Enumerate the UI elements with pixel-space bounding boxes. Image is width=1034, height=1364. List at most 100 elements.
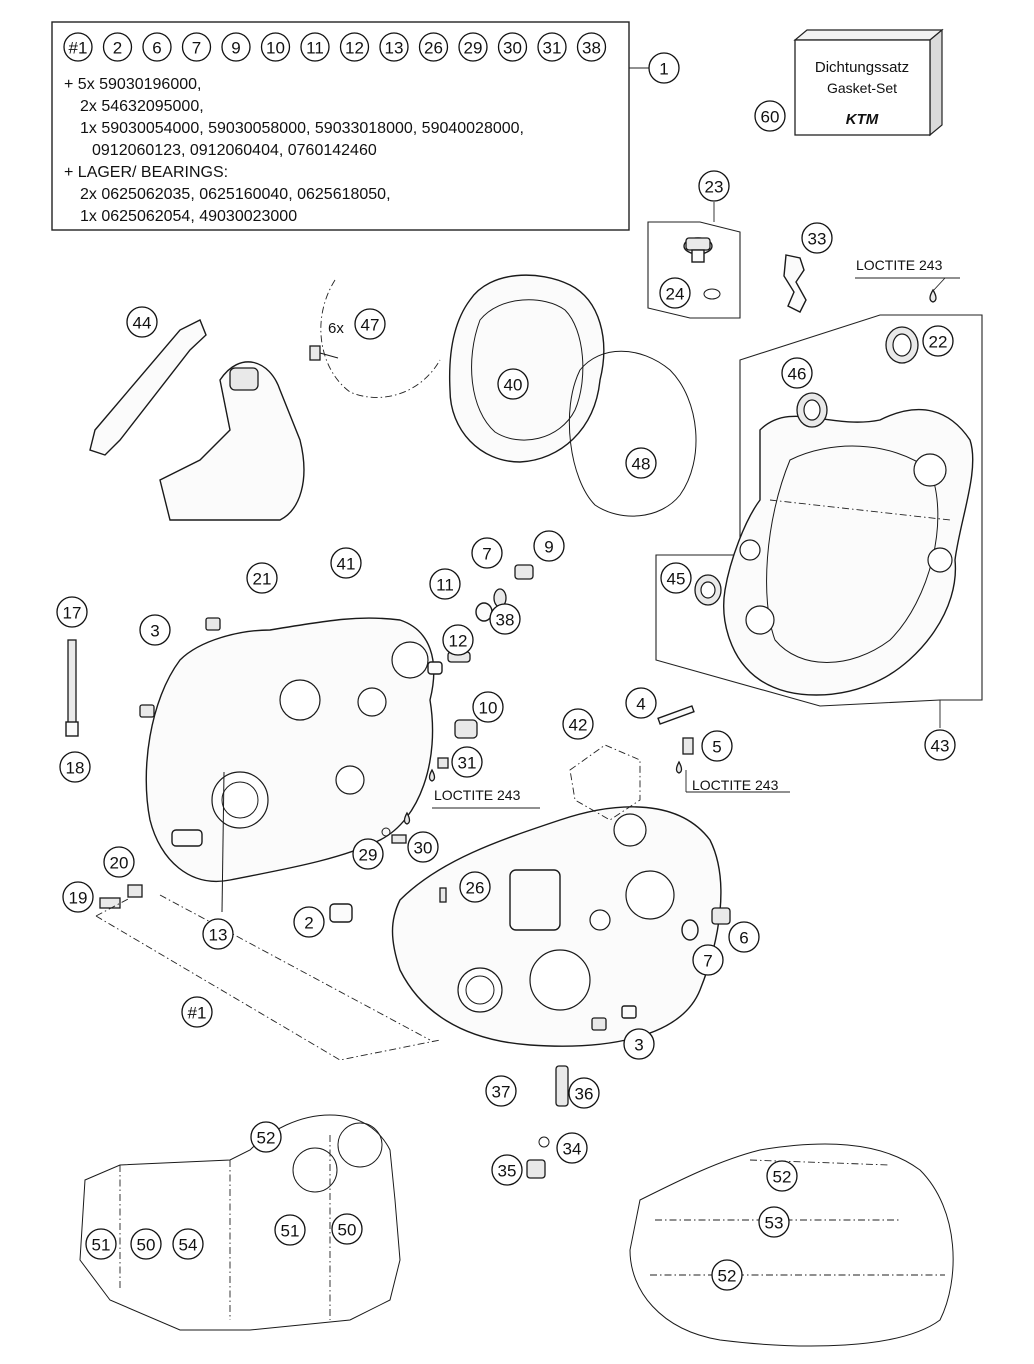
seal-45 [694, 574, 722, 606]
callout-c40: 40 [497, 368, 529, 400]
callout-c35-label: 35 [498, 1162, 517, 1181]
callout-c18-label: 18 [66, 759, 85, 778]
callout-c41: 41 [330, 547, 362, 579]
gasket-set-label-de: Dichtungssatz [815, 59, 909, 76]
callout-c45: 45 [660, 562, 692, 594]
callout-c34: 34 [556, 1132, 588, 1164]
callout-c50a: 50 [130, 1228, 162, 1260]
ref-callout-8-label: 13 [385, 39, 404, 58]
callout-c44-label: 44 [133, 314, 152, 333]
callout-60-label: 60 [761, 108, 780, 127]
ignition-cover-43 [723, 408, 974, 696]
callout-c51b-label: 51 [281, 1222, 300, 1241]
parts-line-3: 1x 59030054000, 59030058000, 59033018000… [80, 120, 524, 137]
bush-2 [329, 903, 353, 923]
ref-callout-4: 9 [221, 32, 251, 62]
ref-callout-13: 38 [576, 32, 607, 62]
callout-c3a: 3 [139, 614, 171, 646]
bearing-10 [454, 719, 478, 739]
ref-callout-9: 26 [418, 32, 449, 62]
callout-c11: 11 [429, 568, 461, 600]
callout-c20-label: 20 [110, 854, 129, 873]
callout-c18: 18 [59, 751, 91, 783]
callout-c23-label: 23 [705, 178, 724, 197]
callout-c52c: 52 [711, 1259, 743, 1291]
parts-line-6: 2x 0625062035, 0625160040, 0625618050, [80, 186, 391, 203]
callout-c52b-label: 52 [773, 1168, 792, 1187]
bracket-33 [783, 254, 807, 313]
ref-callout-3: 7 [181, 32, 212, 62]
ktm-logo: KTM [846, 111, 879, 128]
callout-c2: 2 [293, 906, 325, 938]
ref-callout-10: 29 [458, 32, 488, 62]
callout-c37: 37 [485, 1075, 517, 1107]
callout-c37-label: 37 [492, 1083, 511, 1102]
plug-35 [526, 1159, 546, 1179]
callout-c53: 53 [758, 1206, 790, 1238]
callout-c11-label: 11 [436, 576, 454, 595]
callout-c29-label: 29 [359, 846, 378, 865]
ref-callout-12: 31 [537, 32, 567, 62]
callout-c10: 10 [472, 691, 504, 723]
callout-c5-label: 5 [712, 738, 721, 757]
callout-c52a-label: 52 [257, 1129, 276, 1148]
callout-c20: 20 [103, 846, 135, 878]
loctite-label-top: LOCTITE 243 [856, 257, 943, 273]
spring-36 [555, 1065, 569, 1107]
callout-c48: 48 [625, 447, 657, 479]
parts-line-1: + 5x 59030196000, [64, 76, 201, 93]
callout-c5: 5 [701, 730, 733, 762]
callout-c7a-label: 7 [482, 545, 491, 564]
callout-c7a: 7 [471, 537, 503, 569]
ref-callout-1-label: 2 [113, 39, 122, 58]
callout-c30: 30 [407, 831, 439, 863]
callout-c1h: #1 [181, 996, 213, 1028]
callout-c51a: 51 [85, 1228, 117, 1260]
bolt-5 [682, 737, 694, 755]
screw-19 [99, 897, 121, 909]
callout-c48-label: 48 [632, 455, 651, 474]
seal-46 [796, 392, 828, 428]
callout-c44: 44 [126, 306, 158, 338]
ref-callout-11: 30 [497, 32, 528, 62]
callout-c43: 43 [924, 729, 956, 761]
callout-c33: 33 [801, 222, 833, 254]
oil-plug-group [647, 202, 741, 319]
plug-9 [514, 564, 534, 580]
callout-c52b: 52 [766, 1160, 798, 1192]
callout-c23: 23 [698, 170, 730, 202]
seal-22 [885, 326, 919, 364]
callout-c52c-label: 52 [718, 1267, 737, 1286]
ref-callout-5: 10 [260, 32, 291, 62]
gasket-set-box: Dichtungssatz Gasket-Set KTM [793, 28, 944, 137]
callout-c42: 42 [562, 708, 594, 740]
callout-c46: 46 [781, 357, 813, 389]
callout-c10-label: 10 [479, 699, 498, 718]
callout-c24: 24 [659, 277, 691, 309]
dowel-3a [205, 617, 221, 631]
ref-callout-5-label: 10 [266, 39, 285, 58]
ref-callout-2: 6 [142, 32, 172, 62]
callout-c26-label: 26 [466, 879, 485, 898]
callout-c17: 17 [56, 596, 88, 628]
quantity-47: 6x [328, 320, 344, 337]
bolt-17 [67, 639, 77, 731]
crankcase-left-41 [145, 617, 435, 882]
callout-c53-label: 53 [765, 1214, 784, 1233]
ref-callout-12-label: 31 [543, 39, 562, 58]
callout-c12-label: 12 [449, 632, 468, 651]
pin-13 [221, 771, 225, 913]
loctite-label-middle: LOCTITE 243 [434, 787, 521, 803]
callout-c24-label: 24 [666, 285, 685, 304]
callout-c31-label: 31 [458, 754, 477, 773]
callout-c42-label: 42 [569, 716, 588, 735]
callout-c17-label: 17 [63, 604, 82, 623]
callout-c19-label: 19 [69, 889, 88, 908]
callout-c2-label: 2 [304, 914, 313, 933]
callout-c4-label: 4 [636, 695, 645, 714]
callout-c26: 26 [459, 871, 491, 903]
callout-c51a-label: 51 [92, 1236, 111, 1255]
ref-callout-10-label: 29 [464, 39, 483, 58]
parts-line-2: 2x 54632095000, [80, 98, 204, 115]
